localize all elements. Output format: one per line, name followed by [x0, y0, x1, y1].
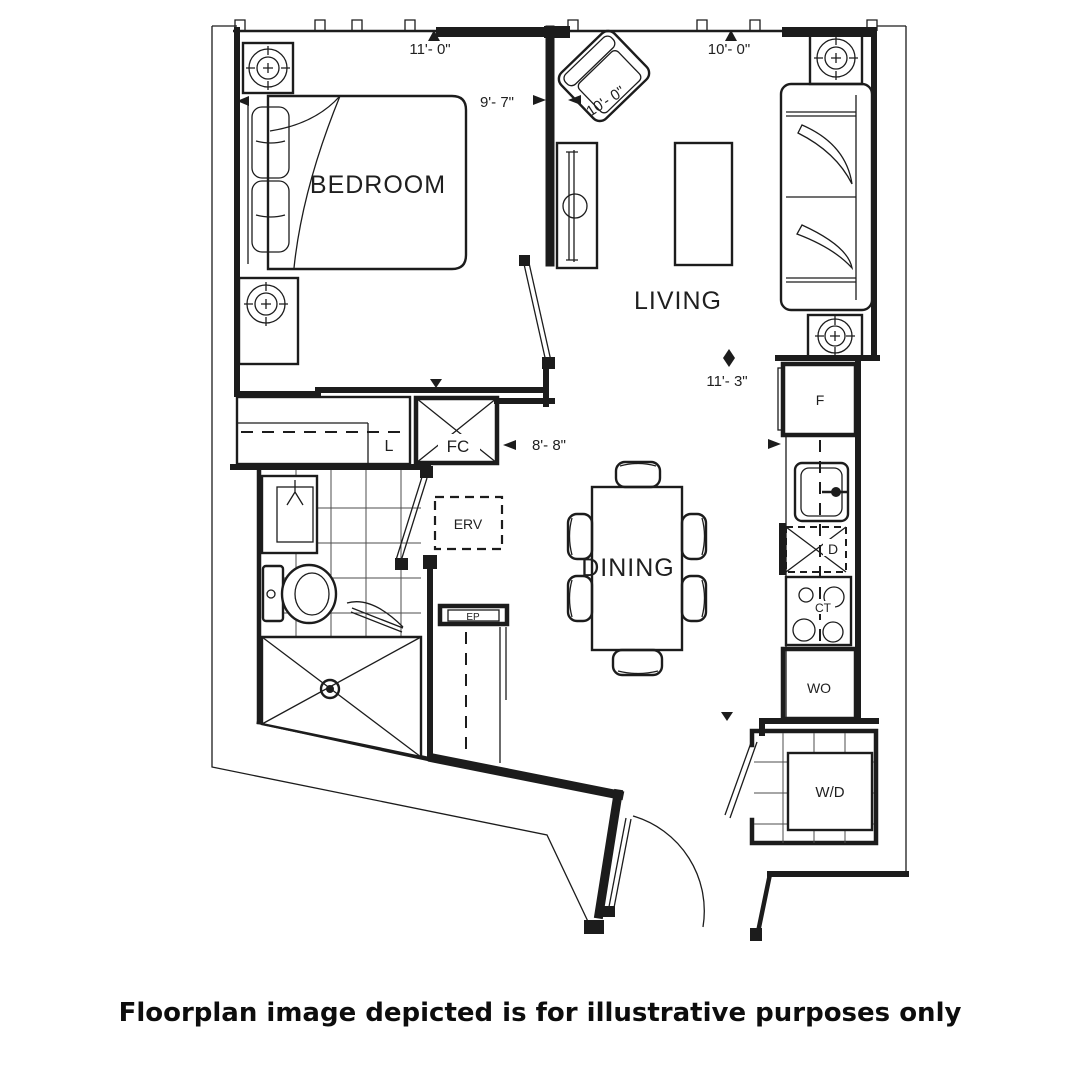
bed: [247, 94, 468, 271]
dimension-arrow: [768, 439, 781, 449]
light-icon: [815, 316, 855, 356]
dining-chair: [680, 512, 708, 561]
bathroom: [260, 470, 428, 759]
dimension-arrow: [533, 95, 546, 105]
pillow: [251, 106, 290, 179]
dimension-arrow: [237, 96, 249, 106]
dining-chair: [680, 574, 708, 623]
exterior-outline: [211, 25, 907, 931]
cooktop-label: CT: [815, 601, 832, 615]
tv-icon: [562, 193, 588, 219]
mullion-tick: [749, 19, 761, 31]
dining-chair: [614, 460, 662, 489]
faucet-icon: [831, 487, 841, 497]
dimension-arrow: [503, 440, 516, 450]
fan-coil-unit: FC: [413, 395, 500, 466]
washer-dryer-unit: [786, 751, 874, 832]
mullion-tick: [567, 19, 579, 31]
mullion-tick: [314, 19, 326, 31]
living-area: 10'- 0" LIVING: [555, 29, 874, 359]
side-table-bottom: [806, 313, 864, 359]
faucet-icon: [286, 480, 304, 506]
mullion-tick: [351, 19, 363, 31]
linen-label: L: [385, 438, 394, 455]
entry-door: [603, 815, 705, 928]
wall-oven-label: WO: [807, 680, 831, 696]
cooktop: CT: [784, 575, 853, 647]
side-table-top: [808, 31, 864, 86]
toilet: [261, 563, 338, 625]
dishwasher: D: [779, 523, 847, 575]
laundry-closet-door: [724, 739, 758, 819]
light-icon: [246, 46, 290, 90]
kitchen: F D CT WO: [777, 361, 859, 722]
electrical-panel: EP: [437, 603, 510, 627]
bedroom-depth-dimension: 9'- 7": [480, 94, 514, 111]
bedroom-label: BEDROOM: [310, 171, 446, 199]
mullion-tick: [234, 19, 246, 31]
living-depth-dimension: 11'- 3": [706, 373, 747, 390]
fan-coil-label: FC: [447, 437, 470, 456]
dresser-bottom: [237, 276, 300, 366]
dimension-arrow: [568, 95, 581, 105]
dimensions: 11'- 0" 10'- 0" 9'- 7" 11'- 3" 8'- 8": [237, 30, 781, 721]
window-wall: [233, 19, 878, 38]
dining-label: DINING: [581, 554, 675, 582]
light-icon: [244, 282, 288, 326]
sofa-pillow: [796, 224, 854, 271]
bedroom-width-dimension: 11'- 0": [409, 41, 450, 58]
bathroom-door: [395, 476, 428, 570]
fridge: F: [777, 361, 859, 438]
living-width-dimension: 10'- 0": [708, 41, 750, 58]
shower-door-arc: [346, 601, 404, 628]
dimension-arrow: [721, 712, 733, 721]
tv-console: [555, 141, 599, 270]
blanket-fold: [293, 95, 341, 269]
dishwasher-label: D: [828, 541, 838, 557]
bedroom-closet: L: [235, 395, 412, 466]
bedroom-area: BEDROOM: [237, 41, 555, 369]
dimension-arrow: [428, 30, 440, 41]
entry: [427, 752, 705, 934]
electrical-panel-label: EP: [466, 612, 480, 623]
shower-door-leaf: [350, 607, 404, 633]
entry-door-swing-arc: [632, 815, 705, 928]
bedroom-door: [519, 255, 555, 369]
living-diagonal-dimension: 10'- 0": [583, 83, 628, 120]
sofa-pillow: [797, 124, 853, 185]
caption: Floorplan image depicted is for illustra…: [118, 998, 962, 1028]
shower-drain: [319, 678, 341, 700]
vanity-sink: [260, 474, 319, 555]
fridge-label: F: [816, 392, 825, 408]
entry-closet: [465, 627, 507, 763]
dimension-arrow: [725, 30, 737, 41]
dining-chair: [566, 512, 594, 561]
shower: [260, 601, 423, 759]
washer-dryer-label: W/D: [815, 784, 844, 801]
laundry-closet: W/D: [724, 728, 879, 846]
light-icon: [814, 36, 858, 80]
pillow: [251, 180, 290, 253]
dimension-arrow: [723, 349, 735, 358]
erv-label: ERV: [454, 516, 483, 532]
coffee-table: [673, 141, 734, 267]
dining-area: DINING: [566, 460, 708, 677]
mullion-tick: [866, 19, 878, 31]
dimension-arrow: [723, 358, 735, 367]
dining-chair: [611, 648, 664, 677]
dining-chair: [566, 574, 594, 623]
nightstand-top: [241, 41, 295, 95]
erv-unit: ERV: [433, 495, 504, 551]
hall-width-dimension: 8'- 8": [532, 437, 566, 454]
kitchen-sink: [793, 461, 850, 523]
wall-oven: WO: [780, 646, 859, 722]
sofa: [779, 82, 874, 312]
living-label: LIVING: [634, 287, 722, 315]
mullion-tick: [696, 19, 708, 31]
dimension-arrow: [430, 379, 442, 388]
mullion-tick: [404, 19, 416, 31]
